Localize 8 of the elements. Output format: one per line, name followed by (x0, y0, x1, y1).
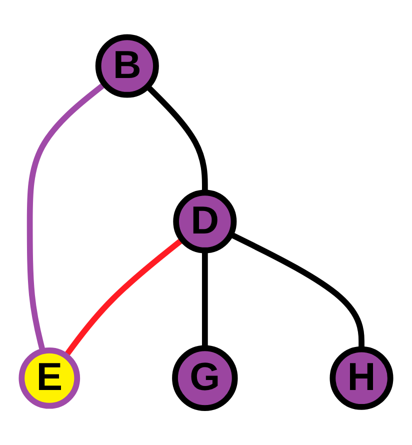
node-circle: B (95, 34, 159, 98)
connector (202, 250, 208, 348)
node-circle: H (330, 346, 394, 410)
connector (64, 237, 184, 358)
node-circle: G (172, 345, 238, 412)
node-circle: E (18, 348, 80, 409)
connector (145, 84, 208, 193)
node-circle: D (173, 190, 237, 254)
